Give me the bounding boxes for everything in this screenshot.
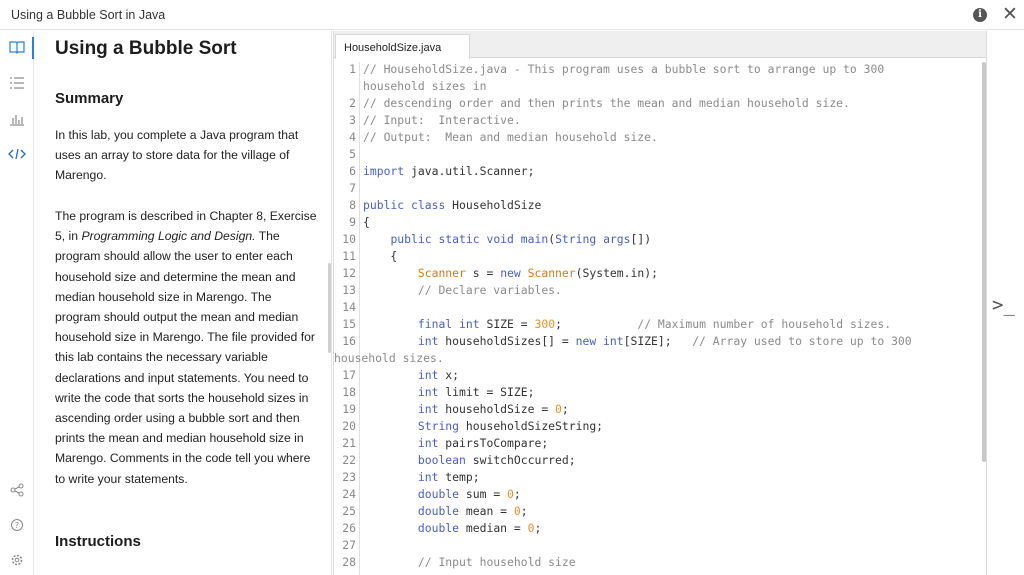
line-text: import java.util.Scanner; — [363, 164, 535, 178]
line-number: 9 — [349, 215, 356, 229]
line-text: // descending order and then prints the … — [363, 96, 850, 110]
line-number: 26 — [342, 521, 356, 535]
line-text: boolean switchOccurred; — [417, 453, 576, 467]
line-number: 1 — [349, 62, 356, 76]
line-text-wrapped: household sizes in — [363, 79, 487, 93]
help-icon[interactable]: ? — [0, 517, 34, 536]
code-editor: HouseholdSize.java 1 // HouseholdSize.jav… — [333, 31, 987, 575]
line-number: 13 — [342, 283, 356, 297]
window-title: Using a Bubble Sort in Java — [11, 8, 166, 22]
line-number: 10 — [342, 232, 356, 246]
summary-paragraph-2: The program is described in Chapter 8, E… — [55, 209, 317, 486]
line-number: 22 — [342, 453, 356, 467]
active-indicator — [32, 37, 34, 59]
line-text: public static void main(String args[]) — [390, 232, 652, 246]
tab-householdsize-java[interactable]: HouseholdSize.java — [335, 34, 470, 59]
editor-tab-bar: HouseholdSize.java — [334, 31, 986, 59]
title-bar: Using a Bubble Sort in Java i ✕ — [0, 0, 1024, 30]
line-number: 28 — [342, 555, 356, 569]
line-text-wrapped: household sizes. — [334, 351, 444, 365]
panel-divider — [331, 31, 332, 575]
line-text: { — [363, 215, 370, 229]
line-number: 20 — [342, 419, 356, 433]
line-number: 17 — [342, 368, 356, 382]
svg-text:?: ? — [15, 521, 19, 530]
line-number: 2 — [349, 96, 356, 110]
lab-title: Using a Bubble Sort — [55, 38, 237, 59]
line-number: 6 — [349, 164, 356, 178]
line-text: int householdSize = 0; — [417, 402, 569, 416]
line-text: // HouseholdSize.java - This program use… — [363, 62, 885, 76]
terminal-icon[interactable]: >_ — [992, 294, 1015, 316]
line-text: final int SIZE = 300; // Maximum number … — [417, 317, 892, 331]
line-text: Scanner s = new Scanner(System.in); — [417, 266, 658, 280]
book-icon[interactable] — [0, 39, 34, 58]
line-number: 18 — [342, 385, 356, 399]
line-number: 7 — [349, 181, 356, 195]
close-icon[interactable]: ✕ — [1002, 3, 1018, 25]
summary-heading: Summary — [55, 90, 124, 107]
line-number: 24 — [342, 487, 356, 501]
code-icon[interactable] — [0, 146, 34, 165]
line-number: 12 — [342, 266, 356, 280]
line-number: 5 — [349, 147, 356, 161]
line-number: 3 — [349, 113, 356, 127]
line-number: 19 — [342, 402, 356, 416]
line-text: // Declare variables. — [417, 283, 562, 297]
line-text: String householdSizeString; — [417, 419, 604, 433]
line-text: public class HouseholdSize — [363, 198, 542, 212]
chart-icon[interactable] — [0, 111, 34, 130]
line-number-gutter — [359, 62, 360, 575]
line-number: 14 — [342, 300, 356, 314]
line-text: int limit = SIZE; — [417, 385, 535, 399]
line-text: int householdSizes[] = new int[SIZE]; //… — [417, 334, 912, 348]
line-text: int pairsToCompare; — [417, 436, 549, 450]
line-number: 4 — [349, 130, 356, 144]
instructions-panel: Using a Bubble Sort Summary In this lab,… — [35, 31, 331, 575]
line-text: { — [363, 249, 398, 263]
line-number: 8 — [349, 198, 356, 212]
line-text: int temp; — [417, 470, 480, 484]
line-number: 15 — [342, 317, 356, 331]
line-number: 21 — [342, 436, 356, 450]
book-title: Programming Logic and Design. — [81, 229, 256, 244]
panel-resize-handle[interactable] — [328, 263, 331, 353]
instructions-heading: Instructions — [55, 533, 141, 550]
line-text: // Output: Mean and median household siz… — [363, 130, 658, 144]
summary-paragraph-1: In this lab, you complete a Java program… — [55, 128, 299, 183]
code-area[interactable]: 1 // HouseholdSize.java - This program us… — [334, 62, 986, 575]
settings-icon[interactable] — [0, 552, 34, 571]
list-icon[interactable] — [0, 75, 34, 94]
line-text: double median = 0; — [417, 521, 542, 535]
line-text: // Input household size — [417, 555, 576, 569]
line-number: 16 — [342, 334, 356, 348]
line-number: 11 — [342, 249, 356, 263]
editor-scrollbar[interactable] — [982, 62, 986, 462]
line-text: double mean = 0; — [417, 504, 528, 518]
line-number: 27 — [342, 538, 356, 552]
left-icon-rail: ? — [0, 31, 34, 575]
line-number: 23 — [342, 470, 356, 484]
line-number: 25 — [342, 504, 356, 518]
info-icon[interactable]: i — [973, 8, 987, 22]
line-text: int x; — [417, 368, 460, 382]
line-text: // Input: Interactive. — [363, 113, 521, 127]
share-icon[interactable] — [0, 482, 34, 501]
line-text: double sum = 0; — [417, 487, 521, 501]
